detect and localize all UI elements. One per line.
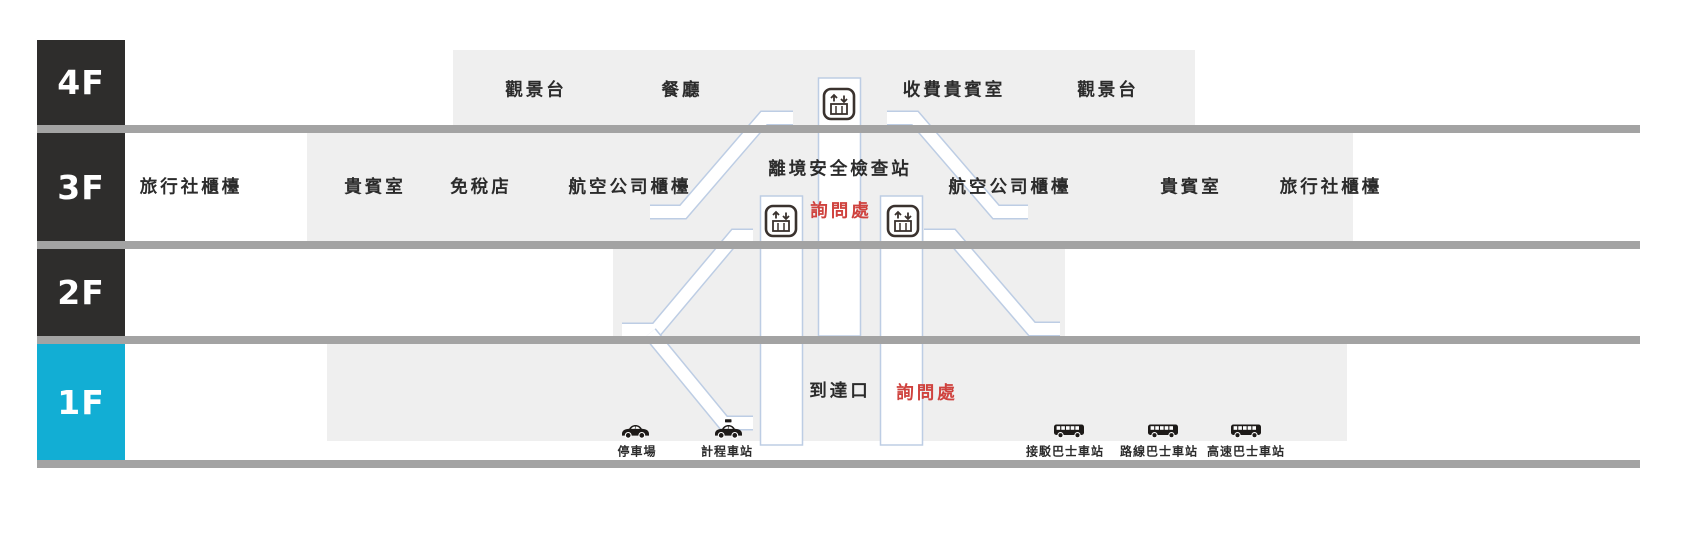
car-icon (620, 422, 650, 439)
stop-taxi-stand: 計程車站 (700, 444, 754, 459)
floor-label-1f: 1F (37, 344, 125, 460)
area-duty-free-shop: 免稅店 (450, 177, 512, 198)
area-departure-security-checkpoint: 離境安全檢查站 (768, 159, 912, 180)
floor-label-4f: 4F (37, 40, 125, 125)
floor-label-3f-text: 3F (57, 167, 105, 207)
elevator-icon (886, 204, 920, 238)
floor-line-3f-2f (37, 241, 1640, 249)
floor-line-ground (37, 460, 1640, 468)
bus-icon (1230, 422, 1262, 439)
floor-label-2f-text: 2F (57, 273, 105, 312)
area-airline-counters-right: 航空公司櫃檯 (948, 177, 1072, 198)
floor-label-1f-text: 1F (57, 382, 105, 422)
area-observation-deck-right: 觀景台 (1077, 80, 1139, 101)
area-restaurant: 餐廳 (661, 80, 703, 101)
floor-line-4f-3f (37, 125, 1640, 133)
taxi-icon (713, 419, 743, 439)
bus-icon (1147, 422, 1179, 439)
area-information-desk-3f: 詢問處 (810, 201, 872, 222)
elevator-icon (822, 87, 856, 121)
floor-label-4f-text: 4F (57, 63, 105, 102)
stop-express-bus: 高速巴士車站 (1206, 444, 1286, 459)
area-observation-deck-left: 觀景台 (505, 80, 567, 101)
stop-shuttle-bus: 接駁巴士車站 (1025, 444, 1105, 459)
floor-label-3f: 3F (37, 133, 125, 241)
stop-parking: 停車場 (617, 444, 657, 459)
elevator-icon (764, 204, 798, 238)
zone-1f (327, 344, 1347, 441)
floor-line-2f-1f (37, 336, 1640, 344)
area-arrival-exit: 到達口 (809, 381, 871, 402)
floor-label-2f: 2F (37, 249, 125, 336)
bus-icon (1053, 422, 1085, 439)
area-travel-agency-right: 旅行社櫃檯 (1279, 177, 1383, 198)
elevator-shaft (759, 77, 924, 446)
area-paid-vip-lounge: 收費貴賓室 (902, 80, 1006, 101)
area-vip-lounge-right: 貴賓室 (1160, 177, 1222, 198)
area-airline-counters-left: 航空公司櫃檯 (568, 177, 692, 198)
stop-local-bus: 路線巴士車站 (1119, 444, 1199, 459)
area-vip-lounge-left: 貴賓室 (344, 177, 406, 198)
area-travel-agency-left: 旅行社櫃檯 (139, 177, 243, 198)
area-information-desk-1f: 詢問處 (896, 383, 958, 404)
escalator-ramp (622, 110, 1060, 431)
